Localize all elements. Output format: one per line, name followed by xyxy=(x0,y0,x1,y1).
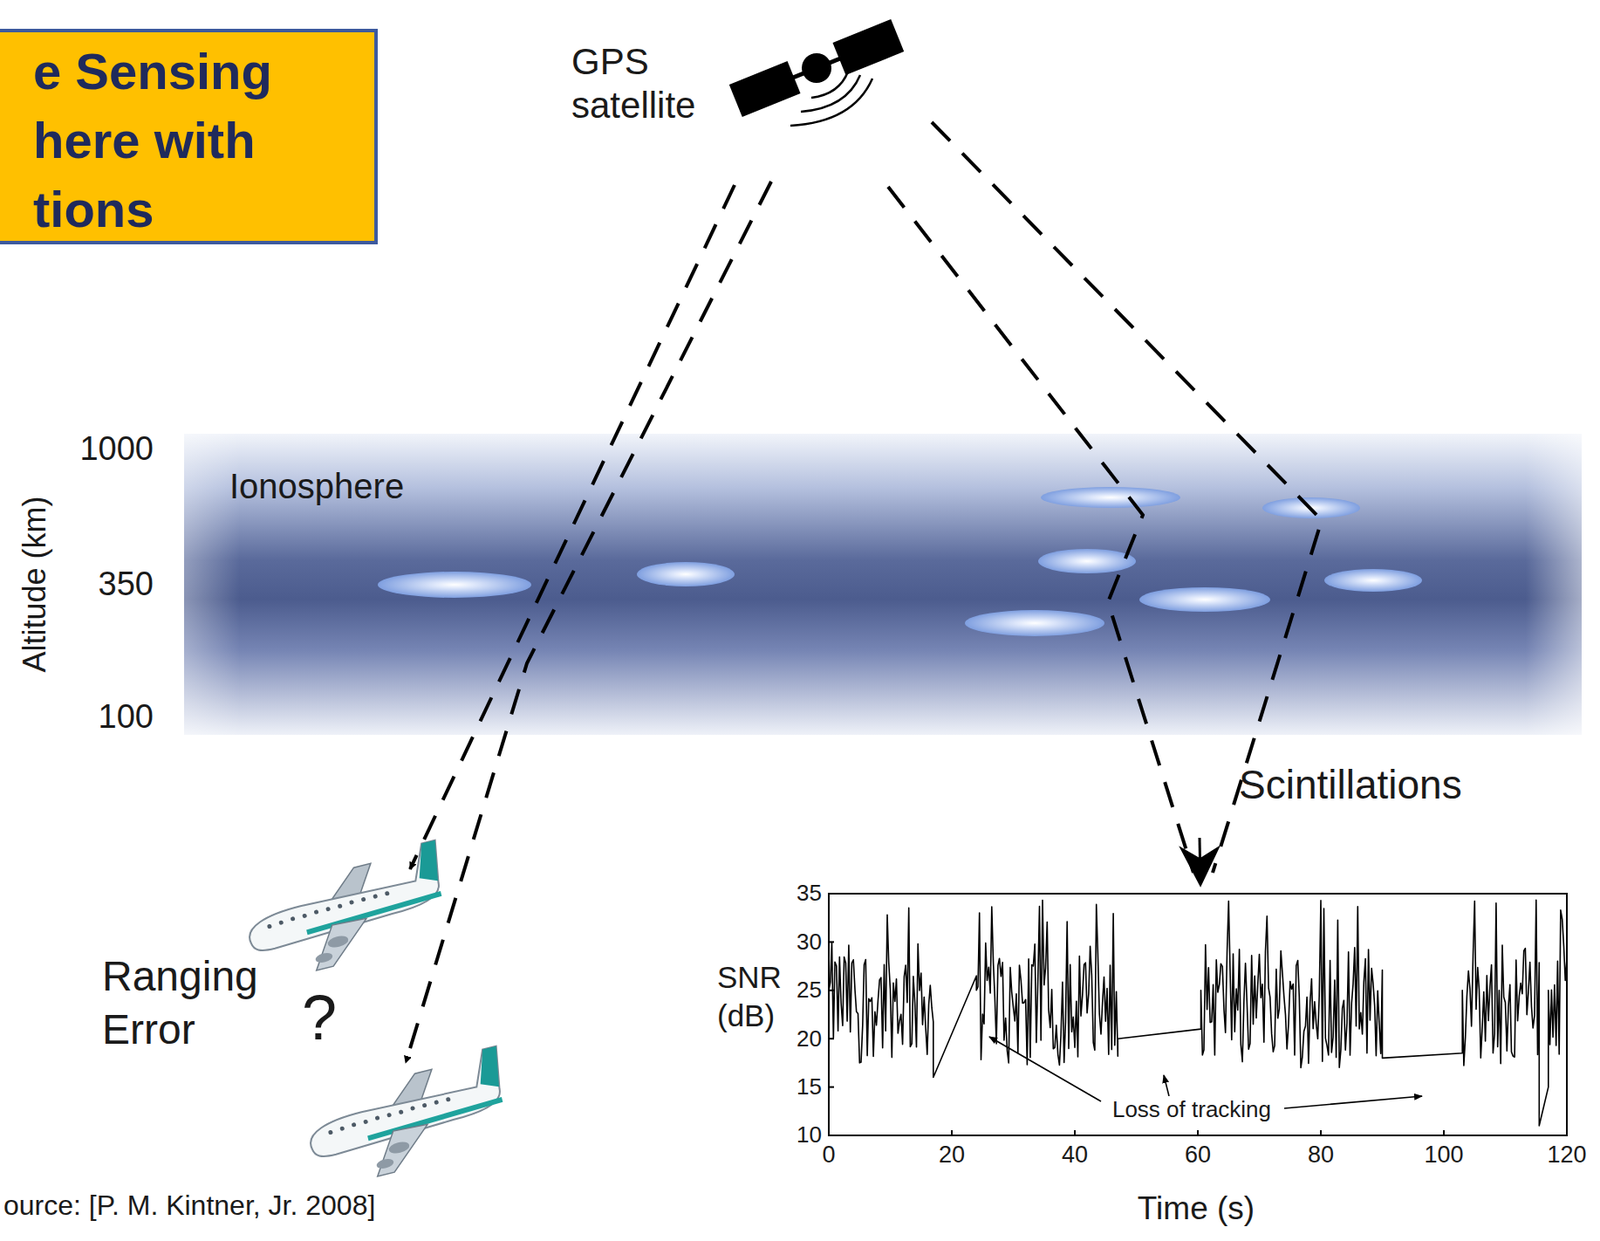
altitude-tick: 1000 xyxy=(79,429,154,470)
y-tick: 30 xyxy=(796,928,822,956)
x-tick: 60 xyxy=(1184,1140,1211,1169)
axis-title: Altitude (km) xyxy=(15,496,54,673)
y-tick: 10 xyxy=(796,1121,822,1149)
node-text: e Sensing here with tions xyxy=(33,37,335,245)
annotation: Loss of tracking xyxy=(1108,1095,1275,1123)
node-text: Ionosphere xyxy=(229,464,404,507)
y-tick: 25 xyxy=(796,976,822,1004)
irregularities xyxy=(377,486,1423,636)
satellite-label: GPS satellite xyxy=(571,40,720,127)
ranging-error-label: Ranging Error xyxy=(102,949,286,1057)
altitude-tick: 100 xyxy=(98,697,154,738)
converging-arrow xyxy=(1199,837,1201,883)
ray-paths xyxy=(405,122,1322,1063)
source-note: ource: [P. M. Kintner, Jr. 2008] xyxy=(3,1188,376,1222)
airplane xyxy=(237,840,459,985)
question-mark: ? xyxy=(301,979,337,1055)
y-tick: 35 xyxy=(796,879,822,907)
x-tick: 120 xyxy=(1546,1140,1587,1169)
x-tick: 80 xyxy=(1307,1140,1334,1169)
x-tick: 100 xyxy=(1423,1140,1464,1169)
axis-title: Time (s) xyxy=(1137,1189,1255,1228)
axis-title: SNR (dB) xyxy=(717,957,798,1035)
altitude-tick: 350 xyxy=(98,564,154,605)
gps-satellite xyxy=(729,19,904,117)
y-tick: 15 xyxy=(796,1073,822,1101)
chart-axes xyxy=(828,893,1567,1136)
snr-trace xyxy=(828,899,1567,1126)
ionosphere-band: Ionosphere xyxy=(184,433,1582,735)
airplane xyxy=(298,1046,520,1190)
y-tick: 20 xyxy=(796,1025,822,1053)
x-tick: 0 xyxy=(821,1140,835,1169)
x-tick: 40 xyxy=(1061,1140,1088,1169)
x-tick: 20 xyxy=(938,1140,965,1169)
scintillations-label: Scintillations xyxy=(1238,760,1463,809)
title-box: e Sensing here with tions xyxy=(0,28,378,245)
signal-waves xyxy=(790,71,873,126)
